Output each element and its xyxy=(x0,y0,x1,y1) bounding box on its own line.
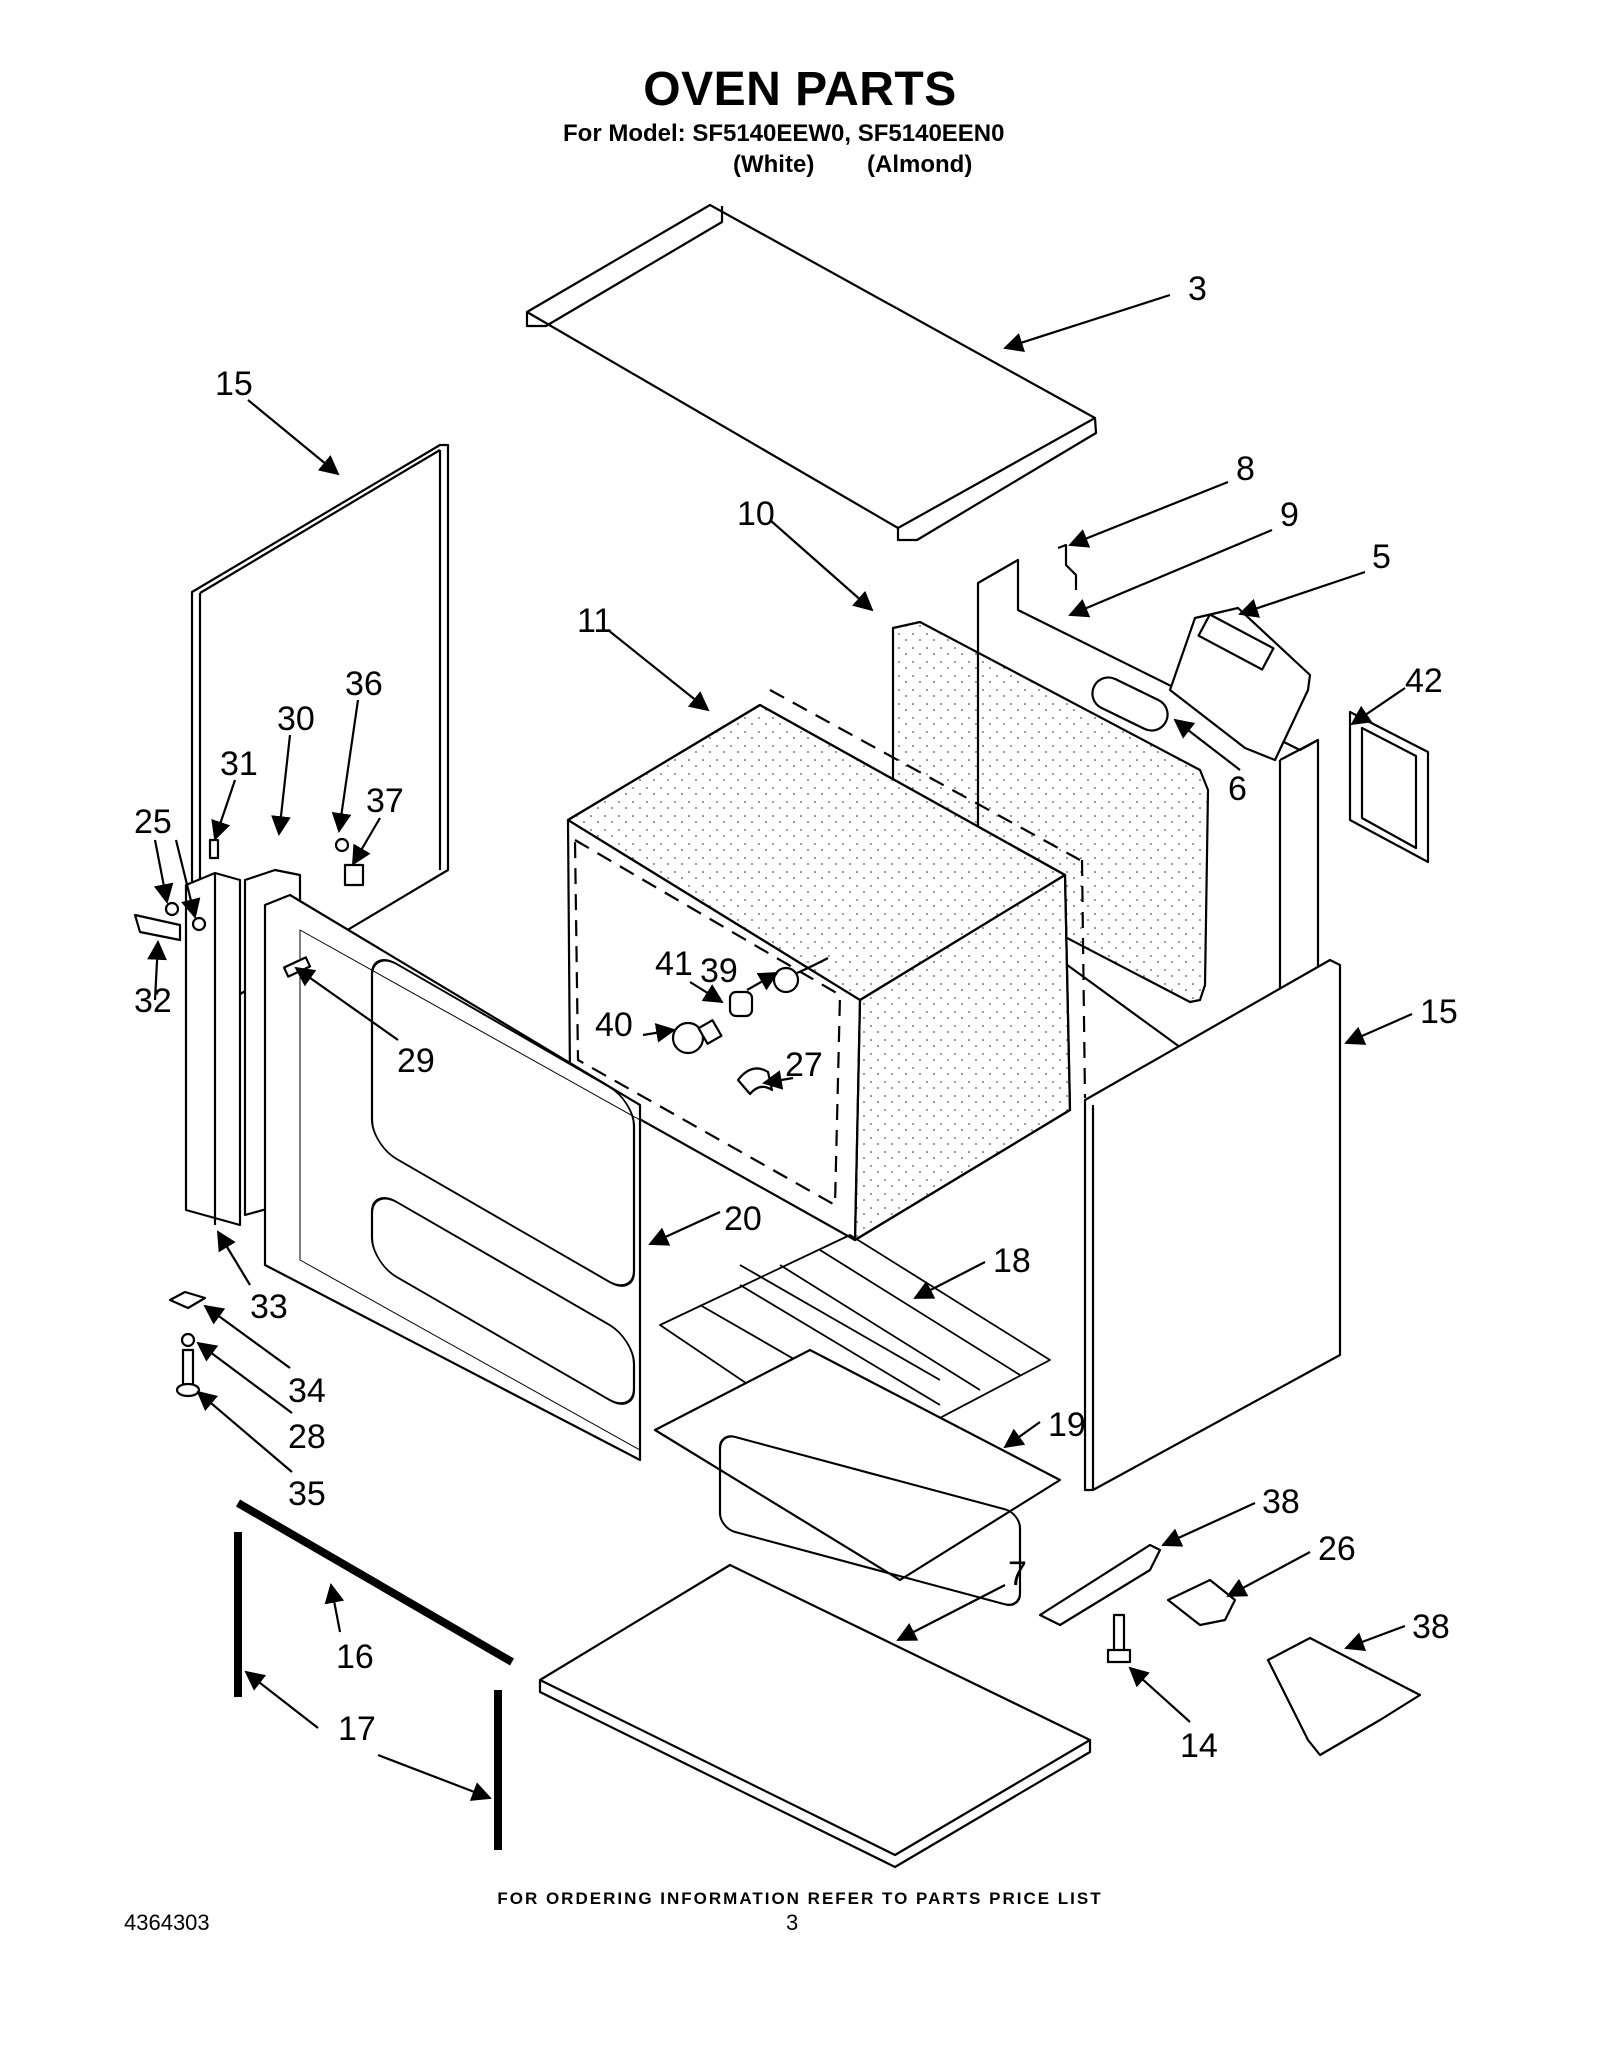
callout-17: 17 xyxy=(338,1710,376,1748)
callout-32: 32 xyxy=(134,982,172,1020)
part-seal-strips xyxy=(234,1499,515,1850)
callout-42: 42 xyxy=(1405,662,1443,700)
callout-6: 6 xyxy=(1228,770,1247,808)
callout-28: 28 xyxy=(288,1418,326,1456)
part-light-lens xyxy=(728,990,754,1018)
callout-38-a: 38 xyxy=(1262,1483,1300,1521)
part-vent-pad xyxy=(1091,676,1169,732)
callout-30: 30 xyxy=(277,700,315,738)
part-oven-cavity xyxy=(566,703,1072,1242)
part-knob-a xyxy=(164,901,180,917)
part-broiler-pan xyxy=(653,1348,1062,1606)
callout-41: 41 xyxy=(655,945,693,983)
document-number: 4364303 xyxy=(124,1910,210,1935)
callout-8: 8 xyxy=(1236,450,1255,488)
part-side-trim xyxy=(184,871,242,1227)
leader-lines xyxy=(147,293,1413,1801)
callout-10: 10 xyxy=(737,495,775,533)
variant-white: (White) xyxy=(733,151,815,178)
callout-7: 7 xyxy=(1008,1555,1027,1593)
callout-38-b: 38 xyxy=(1412,1608,1450,1646)
callout-31: 31 xyxy=(220,745,258,783)
part-screw-31 xyxy=(208,838,220,860)
part-side-panel-left xyxy=(190,443,450,1020)
model-line: For Model: SF5140EEW0, SF5140EEN0 xyxy=(563,120,1005,147)
callout-5: 5 xyxy=(1372,538,1391,576)
part-top-panel xyxy=(525,203,1098,542)
part-bracket-34 xyxy=(168,1290,207,1310)
part-washer-28 xyxy=(180,1332,196,1348)
callout-39: 39 xyxy=(700,952,738,990)
callout-14: 14 xyxy=(1180,1727,1218,1765)
callout-40: 40 xyxy=(595,1006,633,1044)
part-screw-36 xyxy=(334,837,350,853)
callout-26: 26 xyxy=(1318,1530,1356,1568)
callout-36: 36 xyxy=(345,665,383,703)
part-clip xyxy=(1057,543,1078,590)
callout-29: 29 xyxy=(397,1042,435,1080)
part-bracket-26 xyxy=(1166,1578,1237,1627)
part-bottom-panel xyxy=(538,1563,1092,1869)
part-bracket-38b xyxy=(1266,1636,1422,1757)
page-title: OVEN PARTS xyxy=(643,63,957,116)
callout-16: 16 xyxy=(336,1638,374,1676)
part-bracket-38a xyxy=(1038,1543,1162,1627)
callout-numbers: 3 15 8 10 9 5 11 42 30 36 31 37 6 25 32 … xyxy=(134,270,1458,1765)
part-switch-37 xyxy=(343,863,365,887)
part-handle xyxy=(133,913,182,942)
part-vent-frame xyxy=(1348,710,1430,864)
callout-11: 11 xyxy=(577,602,612,640)
callout-20: 20 xyxy=(724,1200,762,1238)
callout-35: 35 xyxy=(288,1475,326,1513)
part-side-panel-right xyxy=(1083,958,1342,1492)
part-front-panel xyxy=(263,893,642,1462)
callout-19: 19 xyxy=(1048,1406,1086,1444)
callout-33: 33 xyxy=(250,1288,288,1326)
variant-almond: (Almond) xyxy=(867,151,973,178)
part-leg-14 xyxy=(1106,1613,1132,1664)
ordering-note: FOR ORDERING INFORMATION REFER TO PARTS … xyxy=(497,1889,1103,1908)
callout-15-right: 15 xyxy=(1420,993,1458,1031)
callout-34: 34 xyxy=(288,1372,326,1410)
part-knob-b xyxy=(191,916,207,932)
callout-18: 18 xyxy=(993,1242,1031,1280)
callout-15: 15 xyxy=(215,365,253,403)
callout-9: 9 xyxy=(1280,496,1299,534)
callout-27: 27 xyxy=(785,1046,823,1084)
callout-3: 3 xyxy=(1188,270,1207,308)
callout-25: 25 xyxy=(134,803,172,841)
part-flue-duct xyxy=(1168,606,1312,762)
callout-37: 37 xyxy=(366,782,404,820)
part-liner-outline xyxy=(573,689,1087,1207)
page-number: 3 xyxy=(786,1910,799,1935)
part-leg-35 xyxy=(175,1348,201,1398)
